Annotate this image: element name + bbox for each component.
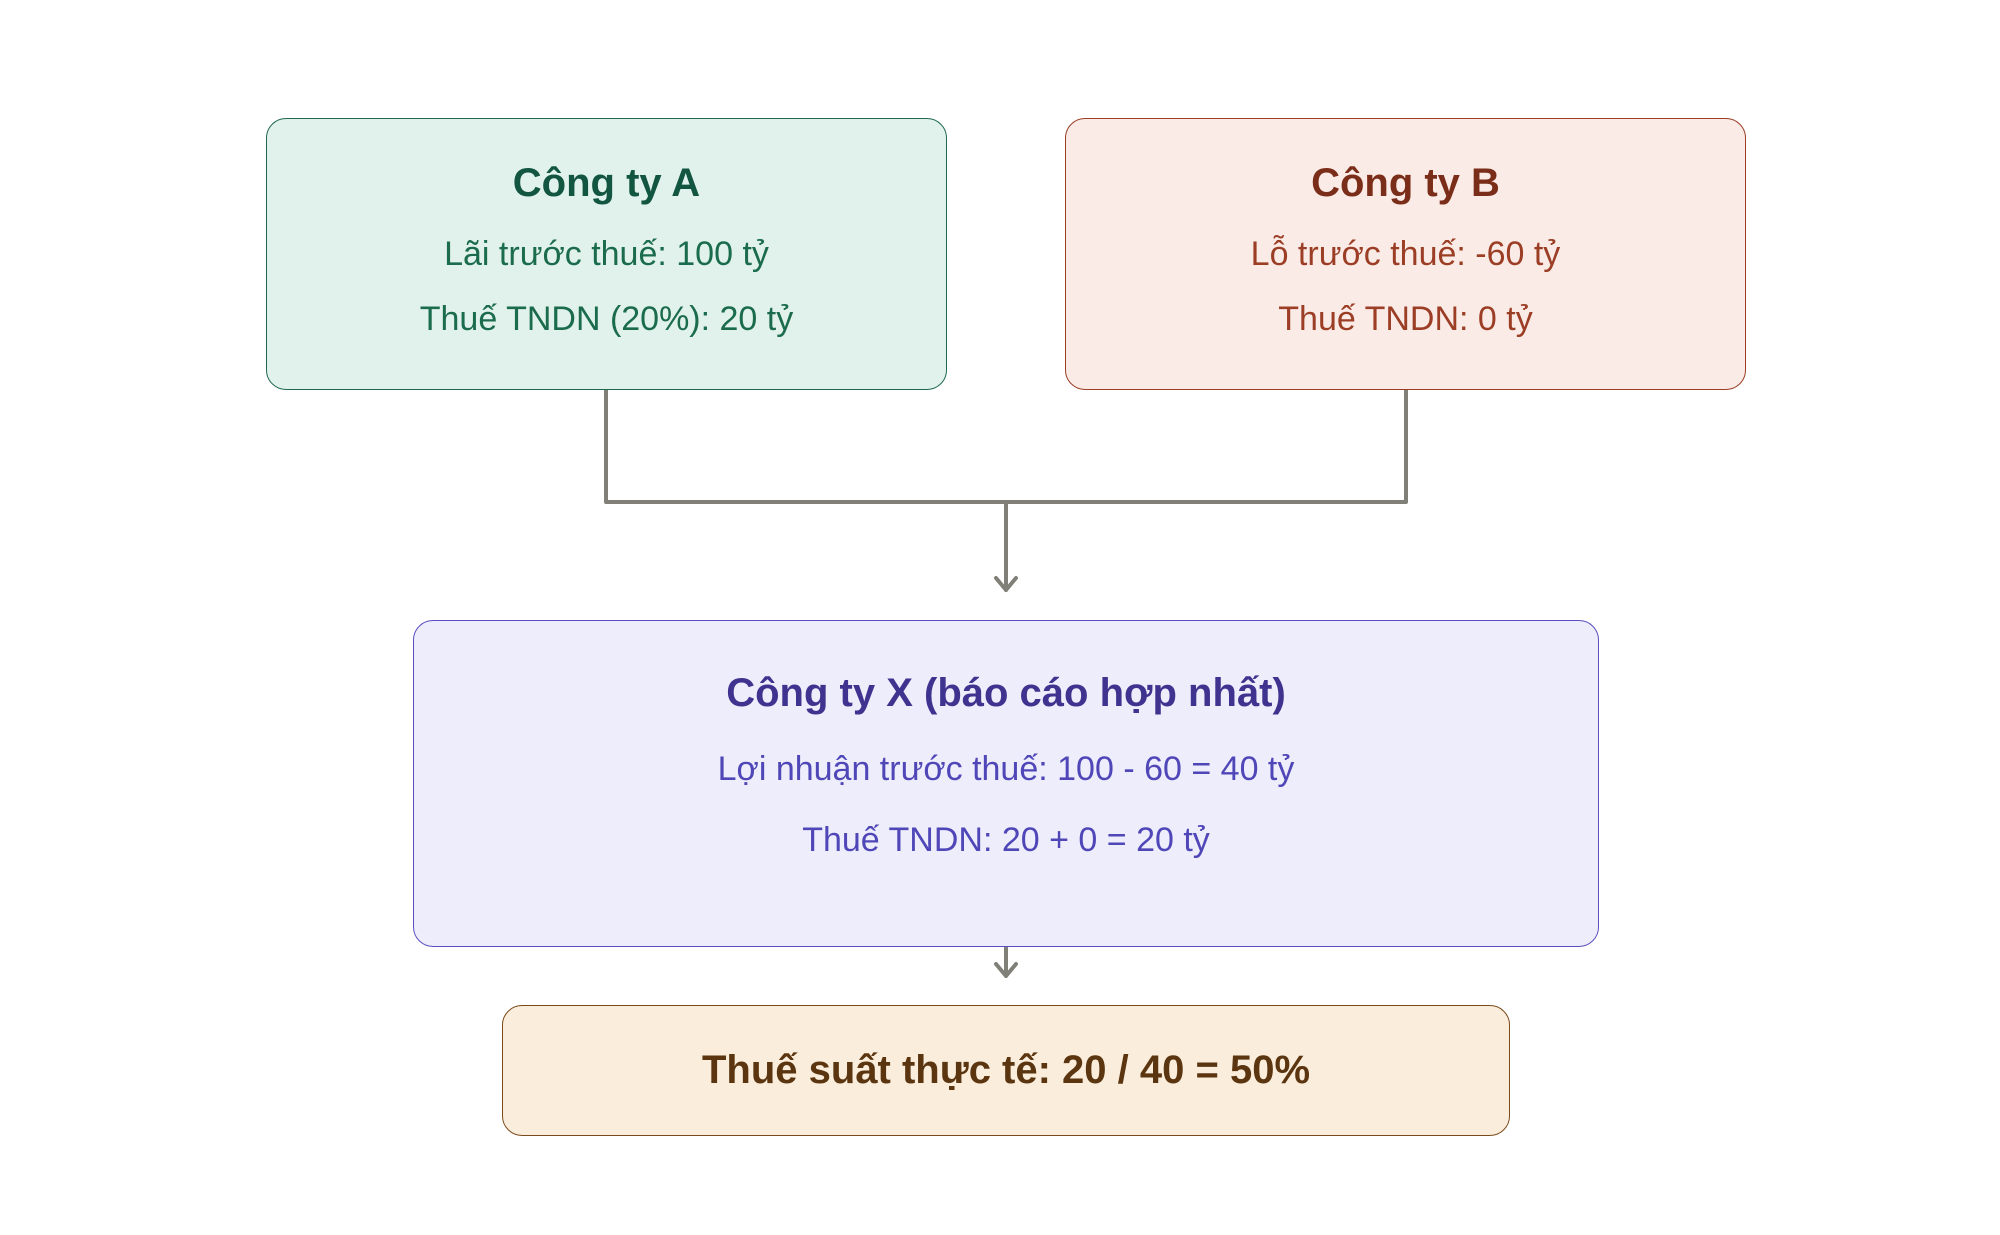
company-a-profit: Lãi trước thuế: 100 tỷ — [444, 235, 769, 273]
company-b-title: Công ty B — [1311, 161, 1500, 205]
connector-a-to-merge — [604, 388, 1008, 504]
company-a-tax: Thuế TNDN (20%): 20 tỷ — [419, 300, 794, 338]
company-b-loss: Lỗ trước thuế: -60 tỷ — [1250, 235, 1561, 273]
company-a-box: Công ty A Lãi trước thuế: 100 tỷ Thuế TN… — [266, 118, 947, 390]
company-x-profit: Lợi nhuận trước thuế: 100 - 60 = 40 tỷ — [717, 750, 1295, 788]
effective-rate-box: Thuế suất thực tế: 20 / 40 = 50% — [502, 1005, 1510, 1136]
connector-b-to-merge — [1004, 388, 1408, 504]
arrowhead-to-x — [994, 576, 1018, 592]
company-a-title: Công ty A — [512, 161, 701, 205]
company-x-tax: Thuế TNDN: 20 + 0 = 20 tỷ — [802, 821, 1210, 859]
company-b-tax: Thuế TNDN: 0 tỷ — [1278, 300, 1533, 338]
company-x-box: Công ty X (báo cáo hợp nhất) Lợi nhuận t… — [413, 620, 1599, 947]
company-b-box: Công ty B Lỗ trước thuế: -60 tỷ Thuế TND… — [1065, 118, 1746, 390]
effective-rate-text: Thuế suất thực tế: 20 / 40 = 50% — [701, 1048, 1311, 1092]
company-x-title: Công ty X (báo cáo hợp nhất) — [726, 671, 1286, 715]
arrowhead-to-rate — [994, 962, 1018, 978]
